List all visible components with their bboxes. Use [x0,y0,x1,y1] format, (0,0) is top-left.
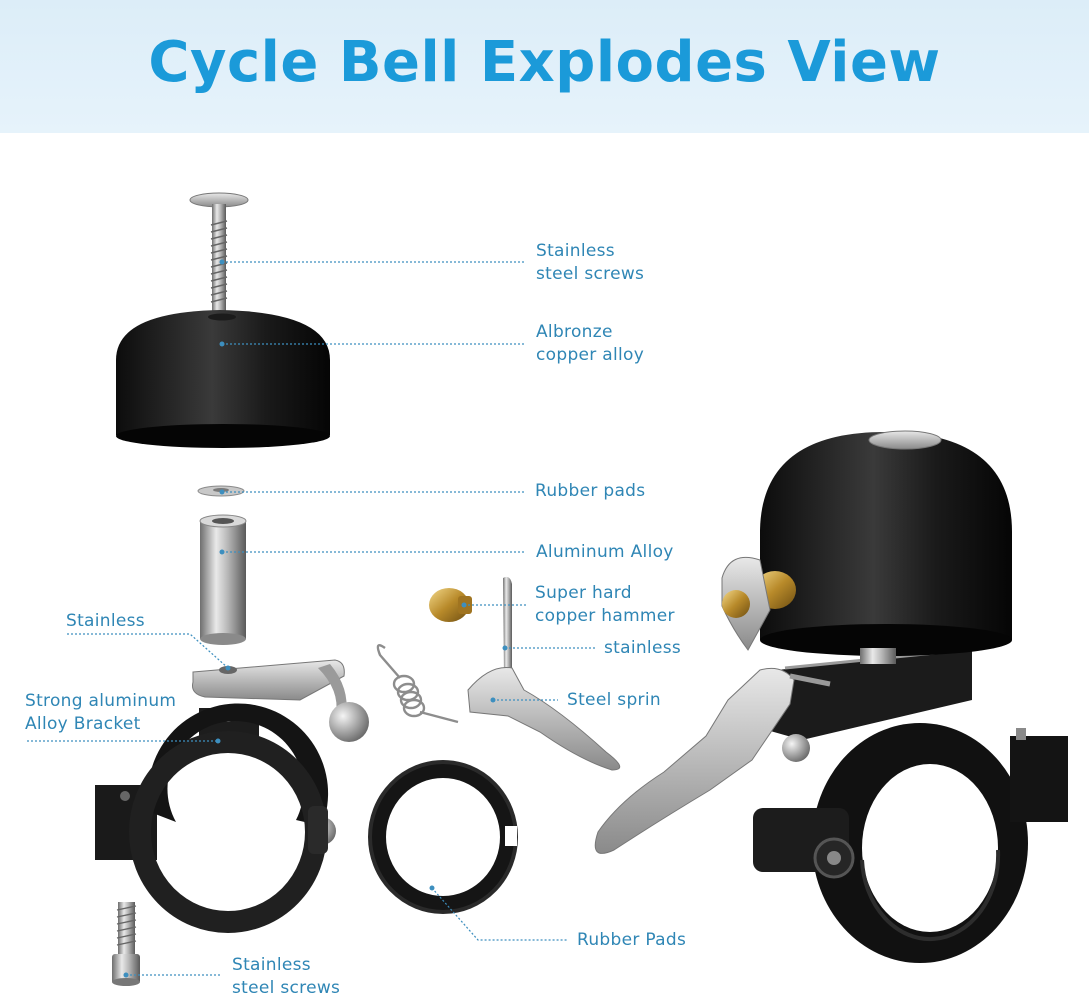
bottom-screw [112,902,140,986]
label-rubber-pads-small: Rubber pads [535,481,646,501]
label-stainless-lever: stainless [604,638,682,658]
stainless-lever [467,576,621,771]
label-stainless-arm: Stainless [66,611,145,631]
label-bracket-line2: Alloy Bracket [25,714,141,734]
page-title: Cycle Bell Explodes View [148,30,941,95]
leader-rubber-ring [431,887,568,941]
label-steel-spring: Steel sprin [567,690,661,710]
label-screw-top-line2: steel screws [536,264,645,284]
label-copper-hammer: Super hard copper hammer [535,582,675,628]
leader-stainless-arm [67,633,229,669]
label-bell-dome-line1: Albronze [536,322,613,342]
title-banner [0,0,1089,133]
label-screw-bottom: Stainless steel screws [232,954,340,1000]
top-screw [189,192,249,312]
leader-lines [27,261,596,976]
leader-dots [123,259,508,978]
label-aluminum-alloy: Aluminum Alloy [536,542,674,562]
label-copper-hammer-line1: Super hard [535,583,632,603]
label-screw-top: Stainless steel screws [536,240,644,286]
label-screw-bottom-line2: steel screws [232,978,341,998]
assembled-bell [594,430,1068,963]
label-bracket-line1: Strong aluminum [25,691,177,711]
label-screw-top-line1: Stainless [536,241,615,261]
label-screw-bottom-line1: Stainless [232,955,311,975]
label-bell-dome-line2: copper alloy [536,345,645,365]
aluminum-bracket [95,703,336,933]
stainless-arm [192,659,369,742]
label-copper-hammer-line2: copper hammer [535,606,675,626]
steel-spring [376,644,459,724]
label-rubber-pads-ring: Rubber Pads [577,930,687,950]
label-bracket: Strong aluminum Alloy Bracket [25,690,176,736]
bell-dome-part [116,310,330,448]
label-bell-dome: Albronze copper alloy [536,321,644,367]
rubber-ring [368,760,518,914]
aluminum-spacer [199,514,247,645]
